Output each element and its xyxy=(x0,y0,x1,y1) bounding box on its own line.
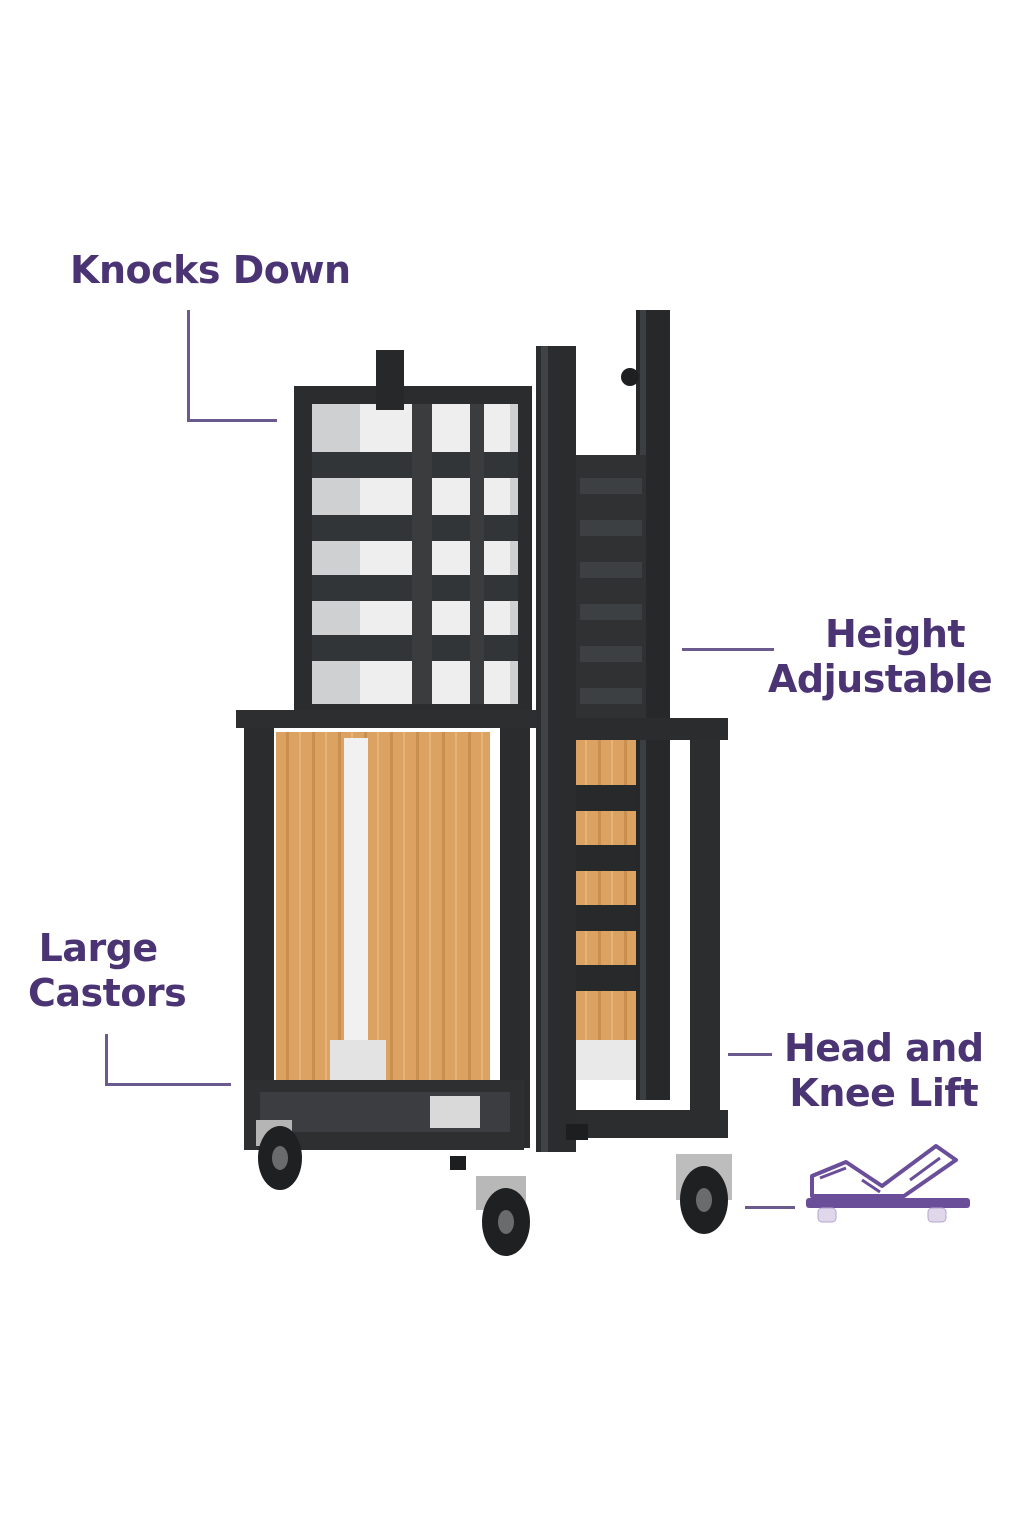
castor-front-left xyxy=(256,1120,302,1190)
adjustable-bed-icon xyxy=(806,1144,970,1223)
rear-folded-panel xyxy=(576,455,646,720)
height-leader xyxy=(682,648,774,651)
height-line-2: Adjustable xyxy=(768,656,993,701)
castor-rear-right xyxy=(676,1154,732,1234)
castor-front-middle xyxy=(476,1176,530,1256)
lift-leader-icon xyxy=(745,1206,795,1209)
front-base-top-rail xyxy=(236,710,536,728)
lift-leader-top xyxy=(728,1053,772,1056)
height-adjustable-label: Height Adjustable xyxy=(768,612,993,702)
large-castors-label: Large Castors xyxy=(28,926,187,1016)
height-line-1: Height xyxy=(825,612,966,656)
lift-line-2: Knee Lift xyxy=(789,1070,979,1115)
rear-base-box xyxy=(560,718,728,740)
wood-panel xyxy=(276,732,490,1080)
castors-leader-horizontal xyxy=(105,1083,231,1086)
head-knee-lift-label: Head and Knee Lift xyxy=(784,1026,984,1116)
knocks-down-leader-horizontal xyxy=(187,419,277,422)
knocks-down-label: Knocks Down xyxy=(70,248,351,293)
lift-line-1: Head and xyxy=(784,1026,984,1070)
castors-line-1: Large xyxy=(38,926,159,970)
castors-leader-vertical xyxy=(105,1034,108,1086)
castors-line-2: Castors xyxy=(28,970,187,1015)
knocks-down-text: Knocks Down xyxy=(70,248,351,292)
knocks-down-leader-vertical xyxy=(187,310,190,422)
actuator xyxy=(344,738,368,1058)
